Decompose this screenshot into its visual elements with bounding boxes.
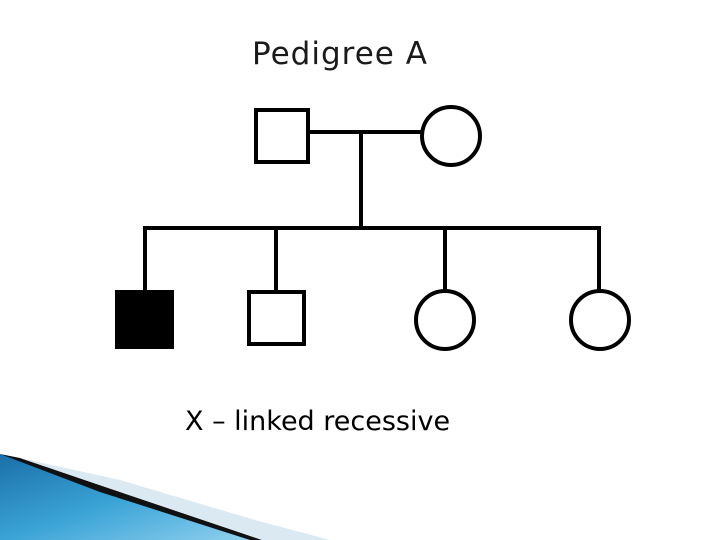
son-unaffected-male <box>247 290 306 346</box>
pedigree-chart <box>115 105 631 351</box>
son-affected-male <box>115 290 174 349</box>
mother-unaffected-female <box>420 105 482 167</box>
inheritance-caption: X – linked recessive <box>185 406 451 437</box>
daughter-unaffected-female-2 <box>569 289 631 351</box>
corner-decoration <box>0 454 330 540</box>
daughter-unaffected-female-1 <box>414 289 476 351</box>
black-swoosh-line <box>0 454 262 540</box>
father-unaffected-male <box>254 108 310 164</box>
pedigree-title: Pedigree A <box>252 36 428 72</box>
light-swoosh-shape <box>20 458 330 540</box>
